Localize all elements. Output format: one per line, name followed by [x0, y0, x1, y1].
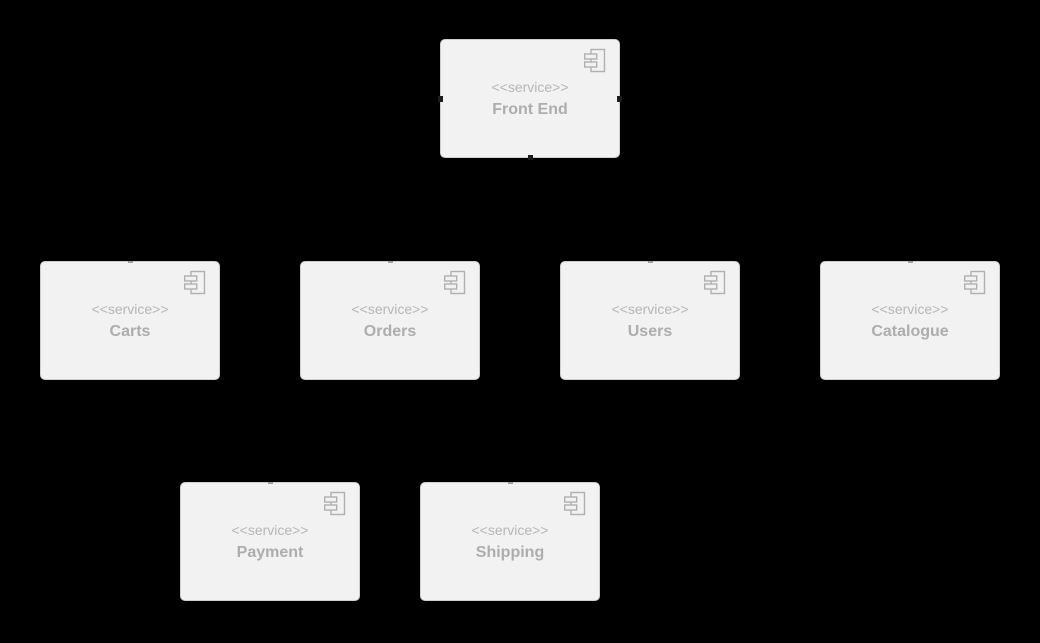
uml-component-icon [563, 491, 586, 516]
connector-stub-top [908, 261, 913, 263]
uml-component-icon [443, 270, 466, 295]
component-payment[interactable]: <<service>> Payment [180, 482, 360, 601]
component-stereotype: <<service>> [491, 78, 569, 95]
component-stereotype: <<service>> [231, 521, 309, 538]
component-stereotype: <<service>> [471, 521, 549, 538]
uml-component-icon [963, 270, 986, 295]
connector-stub-bottom [528, 155, 533, 160]
component-name: Carts [109, 322, 151, 340]
component-name: Shipping [475, 543, 545, 561]
uml-component-icon [583, 48, 606, 73]
connector-stub-right [617, 95, 622, 102]
connector-stub-top [268, 482, 273, 484]
component-name: Users [627, 322, 673, 340]
component-users[interactable]: <<service>> Users [560, 261, 740, 380]
component-stereotype: <<service>> [871, 300, 949, 317]
component-carts[interactable]: <<service>> Carts [40, 261, 220, 380]
component-name: Orders [363, 322, 417, 340]
component-stereotype: <<service>> [91, 300, 169, 317]
connector-stub-top [128, 261, 133, 263]
uml-component-icon [323, 491, 346, 516]
component-stereotype: <<service>> [611, 300, 689, 317]
uml-component-icon [703, 270, 726, 295]
uml-component-icon [183, 270, 206, 295]
component-orders[interactable]: <<service>> Orders [300, 261, 480, 380]
component-shipping[interactable]: <<service>> Shipping [420, 482, 600, 601]
component-stereotype: <<service>> [351, 300, 429, 317]
component-catalogue[interactable]: <<service>> Catalogue [820, 261, 1000, 380]
component-name: Catalogue [871, 322, 949, 340]
component-front-end[interactable]: <<service>> Front End [438, 39, 622, 160]
connector-stub-top [388, 261, 393, 263]
connector-stub-top [648, 261, 653, 263]
component-name: Payment [236, 543, 304, 561]
component-name: Front End [492, 100, 568, 118]
connector-stub-left [438, 95, 443, 102]
connector-stub-top [508, 482, 513, 484]
